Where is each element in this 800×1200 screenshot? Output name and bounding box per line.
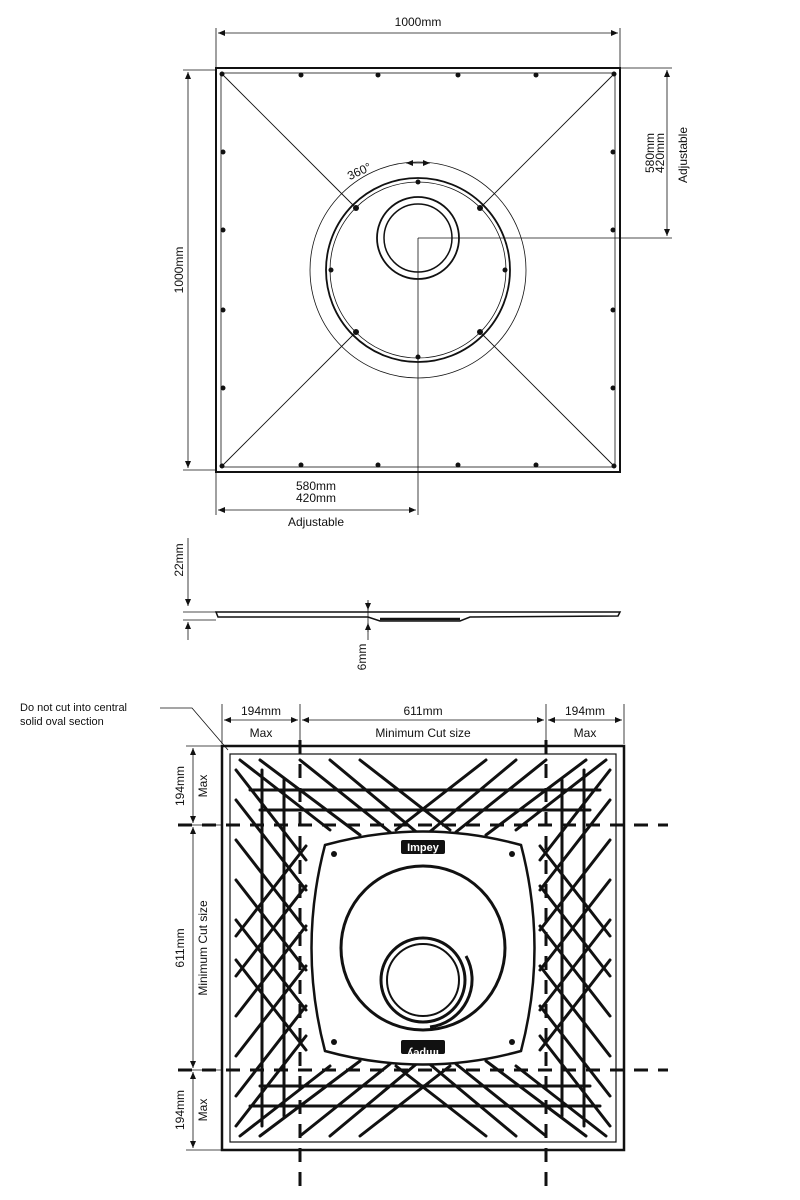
- note-line-2: solid oval section: [20, 716, 104, 728]
- tree-opening-cut: [386, 943, 460, 1017]
- top-center-note: Minimum Cut size: [375, 726, 471, 740]
- brand-bottom: Impey: [406, 1047, 439, 1059]
- bottom-offset-min: 420mm: [296, 491, 336, 505]
- note-leader: [160, 707, 229, 751]
- grate-outline: [220, 744, 626, 1152]
- bottom-offset-note: Adjustable: [288, 515, 344, 529]
- top-right-size: 194mm: [565, 704, 605, 718]
- bottom-offset-max: 580mm: [296, 479, 336, 493]
- width-label: 1000mm: [395, 15, 442, 29]
- diagonal-seams: [220, 72, 616, 468]
- left-bottom-note: Max: [196, 1099, 210, 1122]
- left-top-note: Max: [196, 775, 210, 798]
- top-left-note: Max: [250, 726, 273, 740]
- right-offset-min: 420mm: [653, 133, 667, 173]
- base-label: 6mm: [355, 644, 369, 671]
- top-left-size: 194mm: [241, 704, 281, 718]
- left-bottom-size: 194mm: [173, 1090, 187, 1130]
- right-offset-note: Adjustable: [676, 127, 690, 183]
- height-label: 1000mm: [172, 247, 186, 294]
- top-right-note: Max: [574, 726, 597, 740]
- right-offset-max: 580mm: [643, 133, 657, 173]
- left-top-size: 194mm: [173, 766, 187, 806]
- top-view: 1000mm 1000mm: [172, 15, 690, 529]
- cut-lines: [178, 740, 668, 1195]
- thickness-label: 22mm: [172, 543, 186, 576]
- rotating-ring: [339, 864, 507, 1032]
- offset-ring: [379, 936, 467, 1024]
- left-center-size: 611mm: [173, 928, 187, 967]
- left-center-note: Minimum Cut size: [196, 900, 210, 996]
- note-line-1: Do not cut into central: [20, 702, 127, 714]
- brand-top: Impey: [407, 842, 440, 854]
- side-profile: [214, 611, 622, 622]
- side-view: 22mm 6mm: [172, 538, 622, 671]
- brand-badge-bottom: [401, 1040, 445, 1054]
- brand-badge-top: [401, 840, 445, 854]
- cut-view: Do not cut into central solid oval secti…: [20, 702, 668, 1195]
- lattice-pattern: [234, 758, 612, 1138]
- top-center-size: 611mm: [403, 704, 442, 718]
